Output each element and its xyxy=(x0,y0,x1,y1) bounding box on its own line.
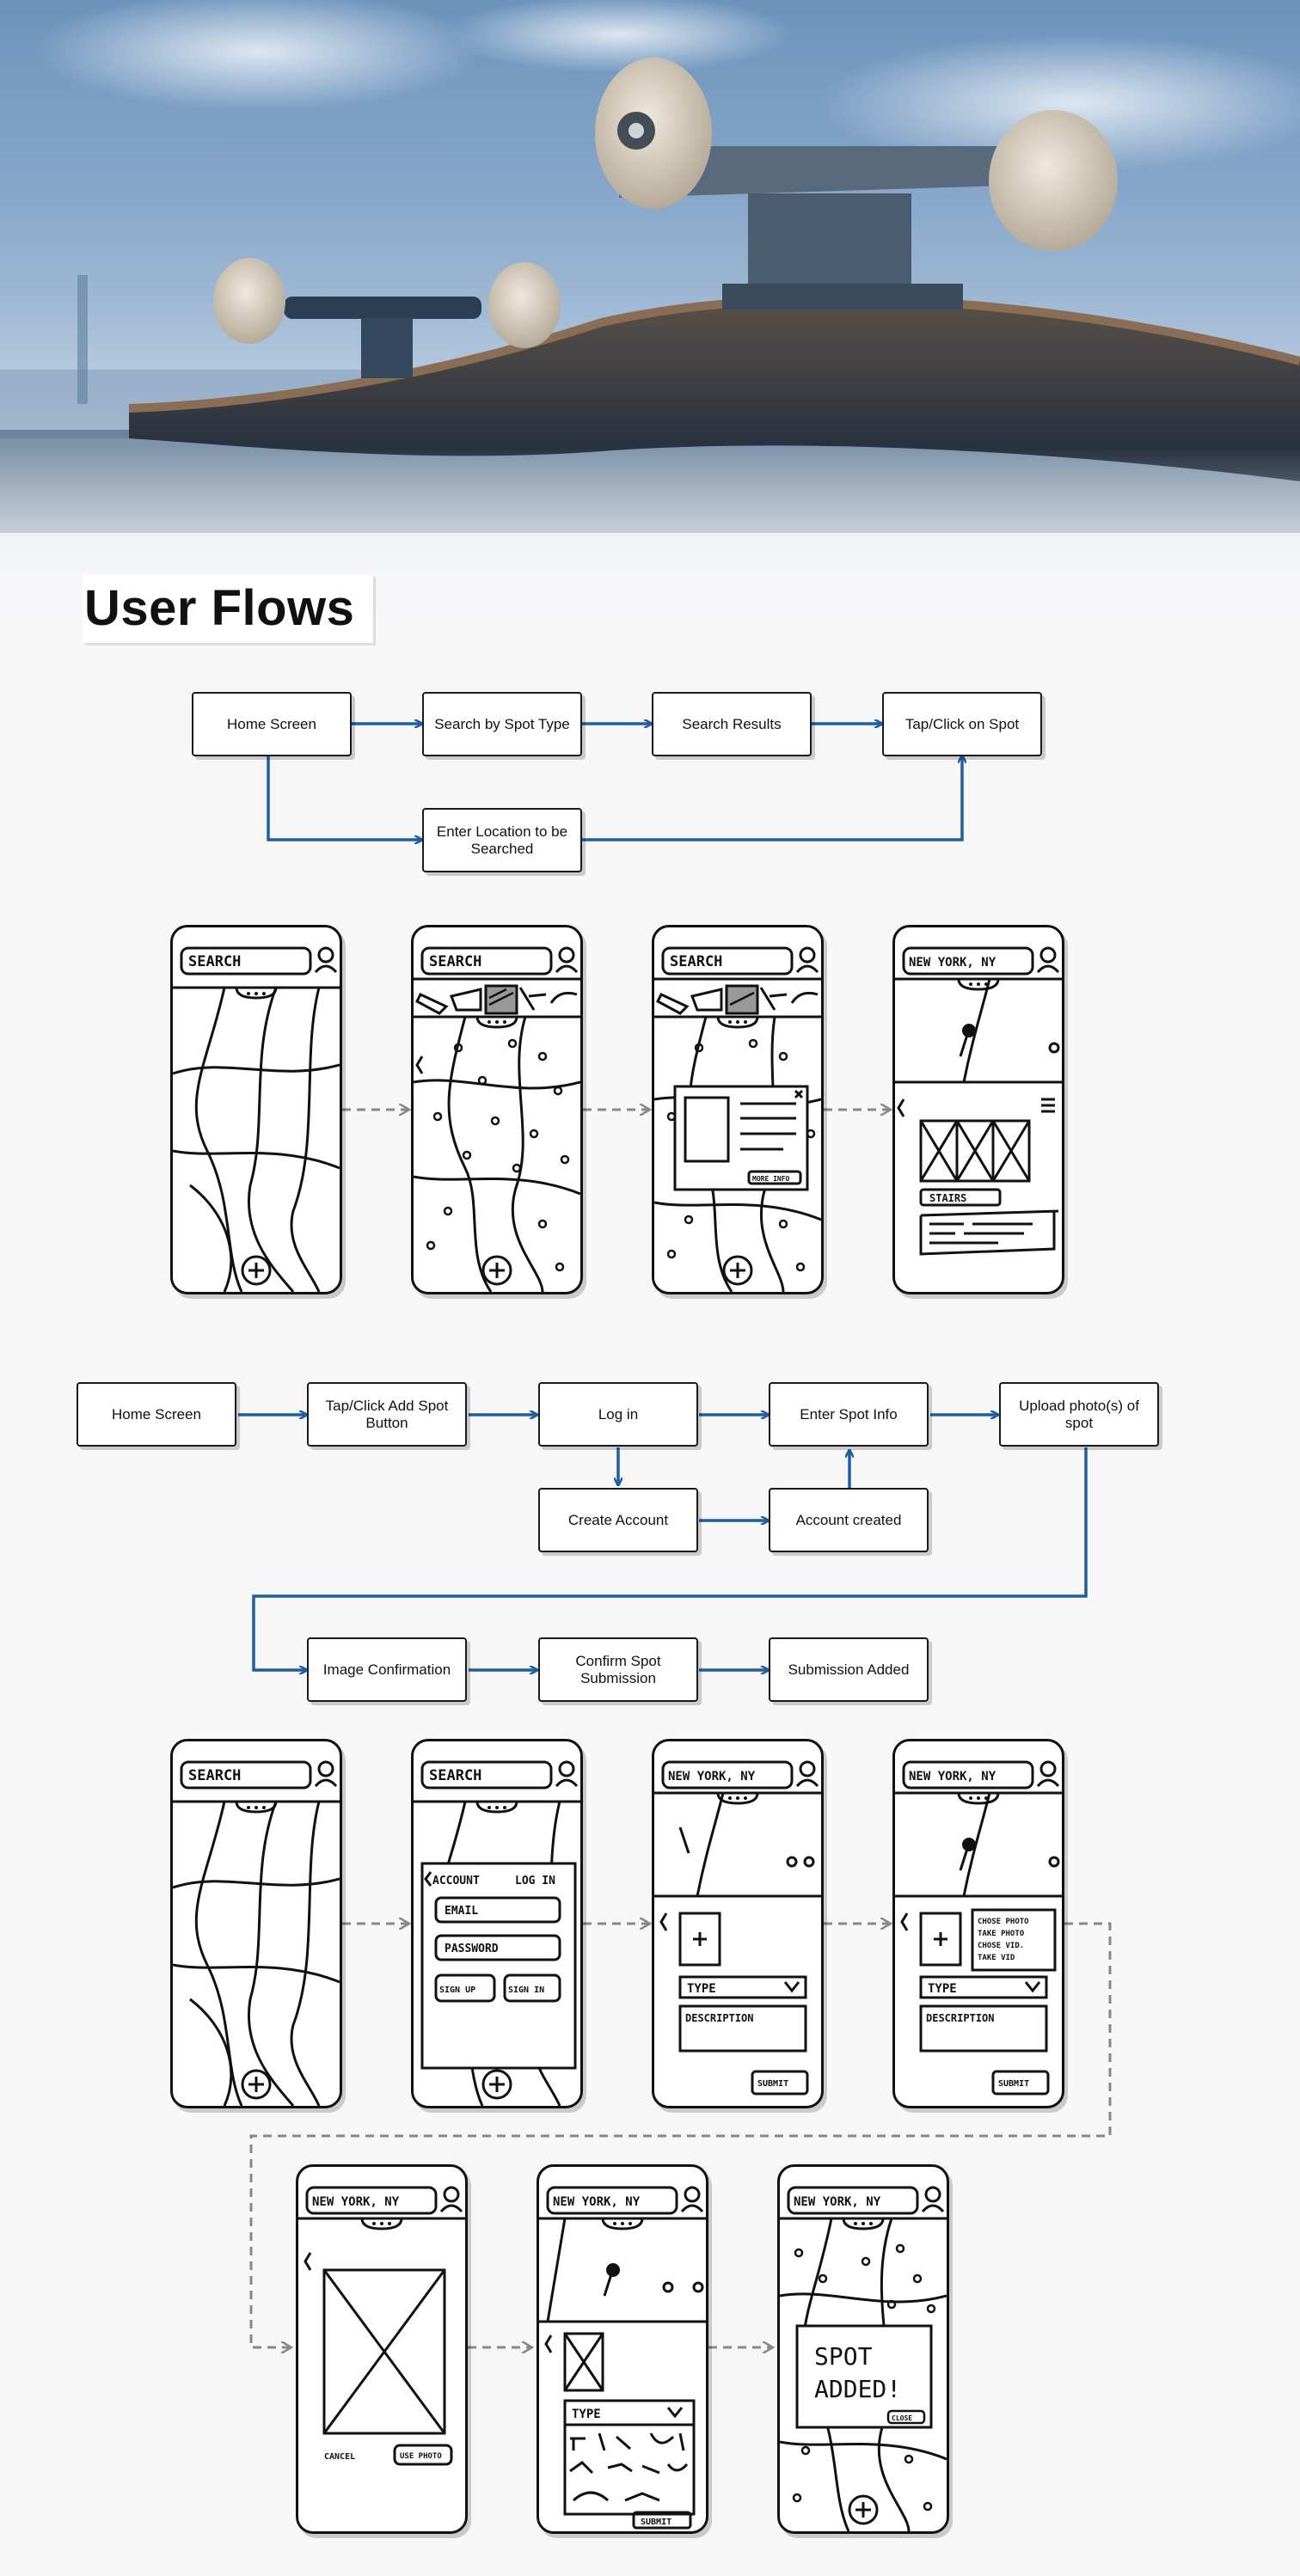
flow2-node-image-confirm: Image Confirmation xyxy=(307,1637,467,1702)
flow1-node-tap-spot: Tap/Click on Spot xyxy=(882,692,1042,756)
wire-email: EMAIL xyxy=(445,1905,478,1918)
wire-location-text: NEW YORK, NY xyxy=(909,956,996,970)
flow2-node-submission-added: Submission Added xyxy=(769,1637,929,1702)
flow1-node-enter-location: Enter Location to be Searched xyxy=(422,808,582,872)
flow2-node-tap-add: Tap/Click Add Spot Button xyxy=(307,1382,467,1447)
wire-search-text: SEARCH xyxy=(188,1767,241,1784)
flow2-arrow-upload-to-image xyxy=(252,1447,1088,1670)
wire-search-text: SEARCH xyxy=(670,953,722,970)
flow1-node-home: Home Screen xyxy=(192,692,352,756)
flow2-node-login: Log in xyxy=(538,1382,698,1447)
wire-submit: SUBMIT xyxy=(998,2079,1029,2089)
flow2-node-create-account: Create Account xyxy=(538,1488,698,1552)
wire-choose-video: CHOSE VID. xyxy=(978,1942,1024,1950)
wire-search-text: SEARCH xyxy=(429,1767,481,1784)
flow2-node-upload: Upload photo(s) of spot xyxy=(999,1382,1159,1447)
flow2-node-confirm-submit: Confirm Spot Submission xyxy=(538,1637,698,1702)
wire-sign-up: SIGN UP xyxy=(439,1986,475,1995)
wire-take-photo: TAKE PHOTO xyxy=(978,1930,1025,1938)
wire-location-text: NEW YORK, NY xyxy=(312,2195,400,2209)
wire-type: TYPE xyxy=(687,1982,716,1996)
wire-type: TYPE xyxy=(928,1982,957,1996)
wireframe-spot-detail: NEW YORK, NY STAIRS xyxy=(892,925,1064,1294)
wire-account: ACCOUNT xyxy=(432,1875,480,1888)
wire-close: CLOSE xyxy=(892,2414,912,2422)
wire-description: DESCRIPTION xyxy=(926,2012,994,2024)
wireframe-enter-spot-info: NEW YORK, NY TYPE DESCRIPTION SUBMIT xyxy=(652,1739,824,2108)
wire-choose-photo: CHOSE PHOTO xyxy=(978,1918,1029,1926)
wire-take-video: TAKE VID xyxy=(978,1954,1015,1962)
flow1-arrow-location-to-spot xyxy=(581,756,962,841)
flow2-node-account-created: Account created xyxy=(769,1488,929,1552)
wire-description: DESCRIPTION xyxy=(685,2012,753,2024)
wire-location-text: NEW YORK, NY xyxy=(909,1770,996,1784)
flow2-node-spot-info: Enter Spot Info xyxy=(769,1382,929,1447)
wire-submit: SUBMIT xyxy=(757,2079,788,2089)
wireframe-image-confirmation: NEW YORK, NY CANCEL USE PHOTO xyxy=(296,2164,468,2534)
wire-arrow-wrap xyxy=(249,1922,1112,2347)
wireframe-confirm-submission: NEW YORK, NY TYPE SUBMIT xyxy=(537,2164,708,2534)
wireframe-search-result-popup: SEARCH MORE INFO xyxy=(652,925,824,1294)
wire-stairs: STAIRS xyxy=(929,1192,966,1204)
flow1-node-results: Search Results xyxy=(652,692,812,756)
wire-use-photo: USE PHOTO xyxy=(400,2452,442,2461)
flow1-arrow-home-to-location xyxy=(267,756,421,840)
wire-log-in: LOG IN xyxy=(515,1875,555,1888)
wire-cancel: CANCEL xyxy=(324,2452,355,2462)
wire-spot: SPOT xyxy=(814,2342,873,2371)
wireframe-type-filter: SEARCH xyxy=(411,925,583,1294)
wireframe-spot-added: NEW YORK, NY SPOT ADDED! CLOSE xyxy=(777,2164,949,2534)
wire-search-text: SEARCH xyxy=(188,953,241,970)
wireframe-home-map: SEARCH xyxy=(170,925,342,1294)
wire-search-text: SEARCH xyxy=(429,953,481,970)
wireframe-upload-photo: NEW YORK, NY CHOSE PHOTO TAKE PHOTO CHOS… xyxy=(892,1739,1064,2108)
wire-location-text: NEW YORK, NY xyxy=(794,2195,881,2209)
wire-more-info: MORE INFO xyxy=(752,1175,790,1183)
wire-submit: SUBMIT xyxy=(641,2518,671,2527)
hero-banner xyxy=(0,0,1300,670)
wire-type: TYPE xyxy=(572,2408,601,2421)
wire-location-text: NEW YORK, NY xyxy=(668,1770,756,1784)
wireframe-home-map-2: SEARCH xyxy=(170,1739,342,2108)
page-title: User Flows xyxy=(83,574,374,643)
flow1-node-search-type: Search by Spot Type xyxy=(422,692,582,756)
flow2-node-home: Home Screen xyxy=(77,1382,236,1447)
wire-sign-in: SIGN IN xyxy=(508,1986,544,1995)
wire-password: PASSWORD xyxy=(445,1943,499,1955)
wire-location-text: NEW YORK, NY xyxy=(553,2195,641,2209)
wire-added: ADDED! xyxy=(814,2375,901,2403)
wireframe-login: ACCOUNT LOG IN EMAIL PASSWORD SIGN UP SI… xyxy=(411,1739,583,2108)
